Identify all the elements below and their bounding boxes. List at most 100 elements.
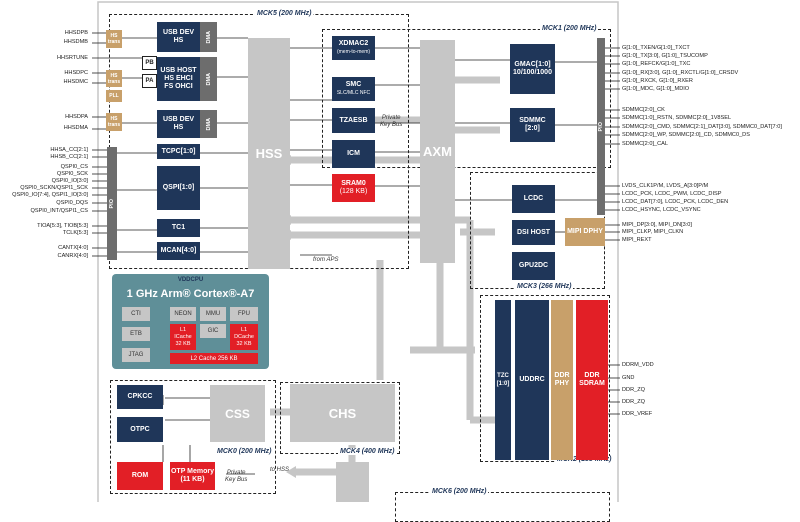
otp-memory-block: OTP Memory (11 KB)	[170, 462, 215, 490]
signal-left: CANTX[4:0]	[58, 245, 88, 251]
signal-left: HHSDPC	[64, 70, 88, 76]
pio-left: PIO	[107, 147, 117, 260]
ddr-sdram-block: DDR SDRAM	[576, 300, 608, 460]
gpu2dc-block: GPU2DC	[512, 252, 555, 280]
signal-right: DDR_VREF	[622, 411, 653, 417]
smc-label: SMC	[345, 81, 362, 88]
usb-dma-3: DMA	[200, 110, 217, 138]
pb-switch: PB	[142, 56, 157, 70]
tzc-block: TZC [1:0]	[495, 300, 511, 460]
hss-block: HSS	[248, 38, 290, 269]
cpkcc-block: CPKCC	[117, 385, 163, 409]
mck3-label: MCK3 (266 MHz)	[515, 283, 574, 290]
axm-block: AXM	[420, 40, 455, 263]
signal-right: G[1:0]_MDC, G[1:0]_MDIO	[622, 86, 690, 92]
signal-right: MIPI_CLKP, MIPI_CLKN	[622, 229, 684, 235]
pll-block: PLL	[106, 90, 122, 102]
mck0-label: MCK0 (200 MHz)	[215, 448, 274, 455]
signal-left: QSPI0_IO[7:4], QSPI1_IO[3:0]	[12, 192, 88, 198]
mck2-domain	[480, 295, 610, 462]
tc1-block: TC1	[157, 219, 200, 237]
signal-left: TCLK[5:3]	[62, 230, 88, 236]
signal-right: SDMMC[1:0]_RSTN, SDMMC[2:0]_1V8SEL	[622, 115, 732, 121]
signal-left: HHSA_CC[2:1]	[50, 147, 88, 153]
usb-dev-hs-2: USB DEV HS	[157, 110, 200, 138]
smc-block: SMC SLC/MLC NFC	[332, 77, 375, 101]
tcpc-block: TCPC[1:0]	[157, 144, 200, 159]
sram0-block: SRAM0 (128 KB)	[332, 174, 375, 202]
mck4-label: MCK4 (400 MHz)	[338, 448, 397, 455]
uddrc-block: UDDRC	[515, 300, 549, 460]
cpu-name: 1 GHz Arm® Cortex®-A7	[126, 288, 255, 300]
signal-left: HHSDMA	[63, 125, 88, 131]
signal-left: HHSDPB	[64, 30, 88, 36]
signal-left: QSPI0_DQS	[56, 200, 88, 206]
private-key-bus-label-2: Private Key Bus	[225, 470, 248, 483]
signal-right: G[1:0]_RXCK, G[1:0]_RXER	[622, 78, 693, 84]
hs-trans-c: HS trans	[106, 70, 122, 87]
signal-right: SDMMC[2:0]_CK	[622, 107, 665, 113]
to-hss-label: to HSS	[270, 467, 290, 473]
mck6-bus-stub	[336, 462, 369, 502]
signal-right: DDRM_VDD	[622, 362, 654, 368]
lcdc-block: LCDC	[512, 185, 555, 213]
pio-right: PIO	[597, 38, 605, 215]
sdmmc-block: SDMMC [2:0]	[510, 108, 555, 142]
signal-left: HHSDMC	[63, 79, 88, 85]
signal-right: G[1:0]_REFCK/G[1:0]_TXC	[622, 61, 691, 67]
signal-right: MIPI_DP[3:0], MIPI_DN[3:0]	[622, 222, 692, 228]
signal-right: LVDS_CLK1P/M, LVDS_A[3:0]P/M	[622, 183, 709, 189]
cti-block: CTI	[122, 307, 150, 321]
signal-right: LCDC_DAT[7:0], LCDC_PCK, LCDC_DEN	[622, 199, 729, 205]
signal-left: QSPI0_IO[3:0]	[51, 178, 88, 184]
mck1-label: MCK1 (200 MHz)	[540, 25, 599, 32]
signal-left: QSPI0_CS	[60, 164, 88, 170]
sram0-sub: (128 KB)	[339, 188, 368, 195]
xdmac2-block: XDMAC2 (mem-to-mem)	[332, 36, 375, 60]
signal-left: HHSDPA	[65, 114, 88, 120]
mck5-label: MCK5 (200 MHz)	[255, 10, 314, 17]
mck6-label: MCK6 (200 MHz)	[430, 488, 489, 495]
signal-right: MIPI_REXT	[622, 237, 652, 243]
ddr-phy-block: DDR PHY	[551, 300, 573, 460]
gic-block: GIC	[200, 324, 226, 338]
signal-right: GND	[622, 375, 635, 381]
signal-right: DDR_ZQ	[622, 399, 645, 405]
signal-left: HHSB_CC[2:1]	[50, 154, 88, 160]
mmu-block: MMU	[200, 307, 226, 321]
pa-switch: PA	[142, 74, 157, 88]
css-block: CSS	[210, 385, 265, 442]
xdmac2-sub: (mem-to-mem)	[336, 49, 371, 55]
qspi-block: QSPI[1:0]	[157, 166, 200, 210]
signal-left: CANRX[4:0]	[57, 253, 88, 259]
fpu-block: FPU	[230, 307, 258, 321]
mipi-dphy-block: MIPI DPHY	[565, 218, 605, 246]
usb-host: USB HOST HS EHCI FS OHCI	[157, 57, 200, 101]
signal-left: QSPI0_SCKN/QSPI1_SCK	[20, 185, 88, 191]
etb-block: ETB	[122, 327, 150, 341]
otpc-block: OTPC	[117, 417, 163, 442]
rom-block: ROM	[117, 462, 163, 490]
usb-dma-1: DMA	[200, 22, 217, 52]
cpu-subsystem: VDDCPU 1 GHz Arm® Cortex®-A7 CTI ETB JTA…	[112, 274, 269, 369]
l2-cache-block: L2 Cache 256 KB	[170, 353, 258, 364]
signal-left: QSPI0_INT/QSPI1_CS	[30, 208, 88, 214]
signal-left: TIOA[5:3], TIOB[5:3]	[37, 223, 88, 229]
connection-wires	[92, 1, 620, 502]
usb-dev-hs-1: USB DEV HS	[157, 22, 200, 52]
sram0-label: SRAM0	[341, 180, 366, 187]
chs-block: CHS	[290, 384, 395, 442]
usb-dma-2: DMA	[200, 57, 217, 101]
signal-right: G[1:0]_TXEN/G[1:0]_TXCT	[622, 45, 690, 51]
cpu-power-domain: VDDCPU	[177, 277, 204, 283]
neon-block: NEON	[170, 307, 196, 321]
signal-right: G[1:0]_TX[3:0], G[1:0]_TSUCOMP	[622, 53, 708, 59]
signal-right: SDMMC[2:0]_CMD, SDMMC[2:1]_DAT[3:0], SDM…	[622, 124, 782, 130]
jtag-block: JTAG	[122, 348, 150, 362]
private-key-bus-label-1: Private Key Bus	[380, 115, 403, 128]
hs-trans-b: HS trans	[106, 30, 122, 48]
xdmac2-label: XDMAC2	[338, 40, 369, 47]
mcan-block: MCAN[4:0]	[157, 242, 200, 260]
signal-right: LCDC_PCK, LCDC_PWM, LCDC_DISP	[622, 191, 722, 197]
signal-right: G[1:0]_RX[3:0], G[1:0]_RXCTL/G[1:0]_CRSD…	[622, 70, 739, 76]
